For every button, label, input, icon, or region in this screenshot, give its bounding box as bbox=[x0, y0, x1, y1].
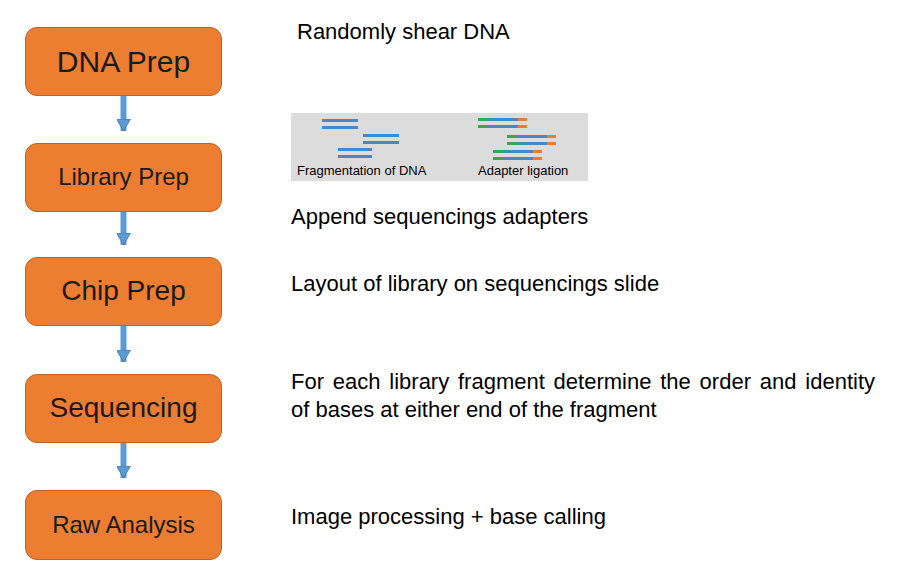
process-box: Library Prep bbox=[25, 143, 222, 212]
process-box: Chip Prep bbox=[25, 257, 222, 326]
step-name: Sequencing bbox=[50, 393, 198, 424]
step-note: Append sequencings adapters bbox=[291, 203, 588, 231]
step-note: Randomly shear DNA bbox=[297, 18, 510, 46]
step-note: Layout of library on sequencings slide bbox=[291, 270, 659, 298]
flow-arrow bbox=[121, 96, 127, 131]
flow-arrow bbox=[121, 212, 127, 245]
step-name: DNA Prep bbox=[57, 45, 190, 78]
process-box: Sequencing bbox=[25, 374, 222, 443]
step-name: Library Prep bbox=[58, 164, 189, 190]
adapter-ligated-fragments bbox=[478, 118, 556, 160]
process-box: DNA Prep bbox=[25, 27, 222, 96]
step-note: Image processing + base calling bbox=[291, 503, 606, 531]
step-name: Chip Prep bbox=[61, 276, 186, 307]
process-box: Raw Analysis bbox=[25, 490, 222, 560]
step-note: For each library fragment determine the … bbox=[291, 368, 875, 423]
illustration-caption: Adapter ligation bbox=[478, 163, 568, 179]
illustration-panel bbox=[291, 113, 588, 181]
flow-arrow bbox=[121, 326, 127, 362]
dna-fragments bbox=[322, 119, 399, 158]
illustration-caption: Fragmentation of DNA bbox=[297, 163, 426, 179]
flow-arrow bbox=[121, 443, 127, 478]
step-name: Raw Analysis bbox=[52, 512, 195, 538]
